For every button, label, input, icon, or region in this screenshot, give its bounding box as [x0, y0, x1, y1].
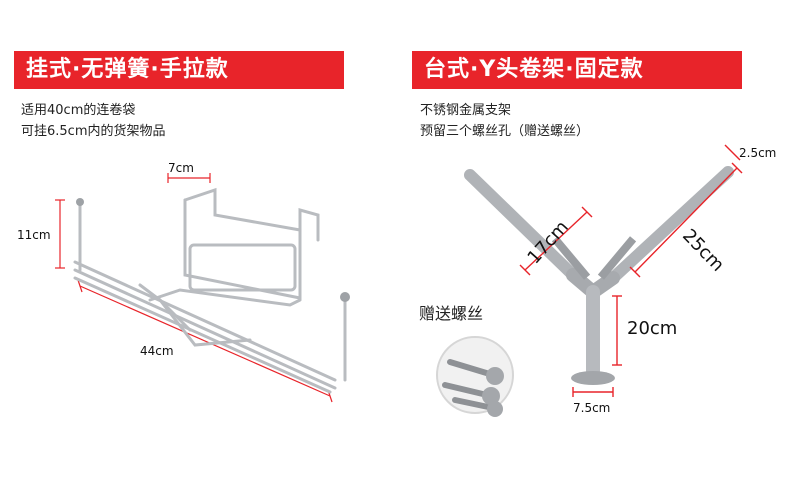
- right-desc-line-1: 不锈钢金属支架: [420, 103, 512, 118]
- right-description: 不锈钢金属支架 预留三个螺丝孔（赠送螺丝）: [420, 100, 589, 142]
- left-dim-top: 7cm: [168, 161, 194, 175]
- left-dim-height: 11cm: [17, 228, 51, 242]
- left-rack-wireframe: [73, 187, 347, 394]
- right-desc-line-2: 预留三个螺丝孔（赠送螺丝）: [420, 124, 590, 139]
- y-stand: [464, 166, 734, 385]
- right-dim-base: 7.5cm: [573, 401, 611, 415]
- y-rack-illustration: [436, 144, 743, 417]
- left-dim-length: 44cm: [140, 344, 174, 358]
- left-knob-right: [340, 292, 350, 302]
- right-dimension-lines: [519, 144, 743, 397]
- left-title-banner: 挂式·无弹簧·手拉款: [14, 51, 344, 89]
- screws-image: [436, 336, 514, 417]
- right-title-banner: 台式·Y头卷架·固定款: [412, 51, 742, 89]
- left-knob-top: [76, 198, 84, 206]
- hanging-rack-illustration: [55, 173, 350, 403]
- left-description: 适用40cm的连卷袋 可挂6.5cm内的货架物品: [21, 100, 166, 142]
- right-product-panel: 台式·Y头卷架·固定款 不锈钢金属支架 预留三个螺丝孔（赠送螺丝）: [395, 0, 790, 491]
- left-desc-line-2: 可挂6.5cm内的货架物品: [21, 124, 166, 139]
- left-desc-line-1: 适用40cm的连卷袋: [21, 103, 136, 118]
- right-dim-stem: 20cm: [627, 318, 678, 339]
- right-dim-tip: 2.5cm: [739, 146, 777, 160]
- gift-screws-label: 赠送螺丝: [419, 304, 484, 323]
- left-product-panel: 挂式·无弹簧·手拉款 适用40cm的连卷袋 可挂6.5cm内的货架物品: [14, 51, 350, 403]
